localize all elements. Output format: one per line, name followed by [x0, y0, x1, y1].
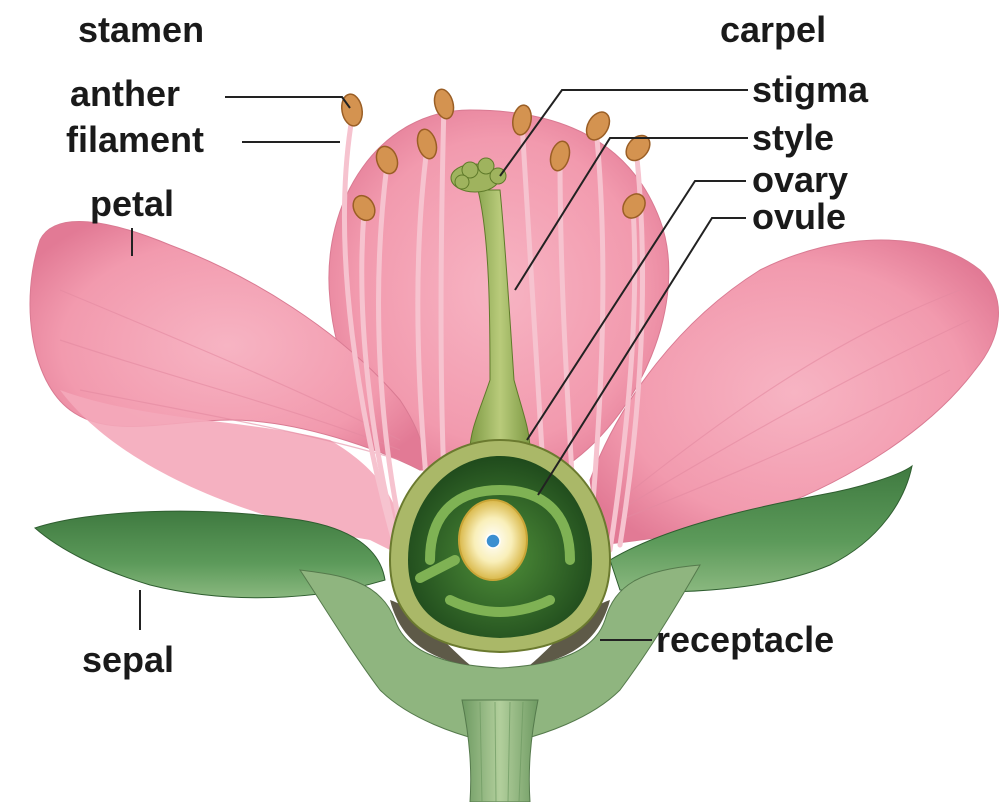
ovule-nucleus [486, 534, 500, 548]
label-petal: petal [90, 186, 174, 222]
anther-leader [225, 97, 350, 108]
label-anther: anther [70, 76, 180, 112]
label-ovary: ovary [752, 162, 848, 198]
label-stamen: stamen [78, 12, 204, 48]
label-receptacle: receptacle [656, 622, 834, 658]
stem [462, 700, 538, 802]
label-sepal: sepal [82, 642, 174, 678]
label-carpel: carpel [720, 12, 826, 48]
label-filament: filament [66, 122, 204, 158]
label-ovule: ovule [752, 199, 846, 235]
label-style: style [752, 120, 834, 156]
label-stigma: stigma [752, 72, 868, 108]
